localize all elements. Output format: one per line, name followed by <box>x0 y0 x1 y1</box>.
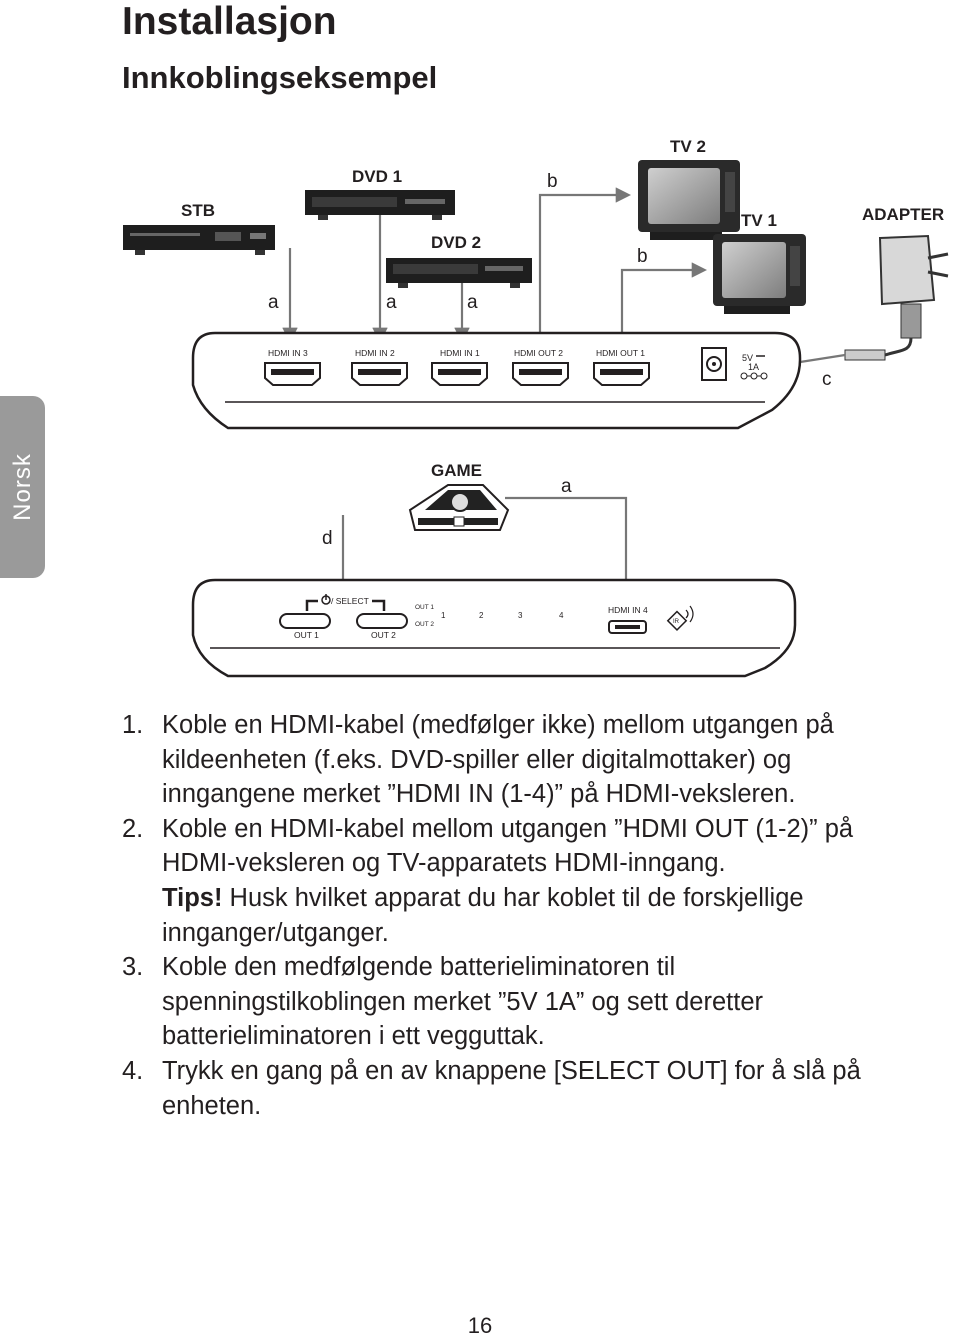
step-1: 1. Koble en HDMI-kabel (medfølger ikke) … <box>122 708 922 812</box>
back-connection-lines <box>282 187 846 371</box>
step-text: Koble en HDMI-kabel (medfølger ikke) mel… <box>162 711 834 809</box>
callout-a-2: a <box>386 292 397 313</box>
led-out1-label: OUT 1 <box>415 604 434 611</box>
step-3: 3. Koble den medfølgende batterieliminat… <box>122 950 922 1054</box>
callout-c: c <box>822 369 832 390</box>
switch-back-panel: HDMI IN 3 HDMI IN 2 HDMI IN 1 HDMI OUT 2… <box>191 331 802 430</box>
switch-front-panel: / SELECT OUT 1 OUT 2 OUT 1 OUT 2 1 2 3 4… <box>191 578 797 678</box>
tips-text: Husk hvilket apparat du har koblet til d… <box>162 883 804 947</box>
callout-b-2: b <box>637 246 648 267</box>
page-number: 16 <box>467 1313 493 1338</box>
ir-signal-icon <box>685 605 694 623</box>
led-out2-label: OUT 2 <box>415 621 434 628</box>
input-number-2: 2 <box>479 611 484 620</box>
step-2: 2. Koble en HDMI-kabel mellom utgangen ”… <box>122 812 922 881</box>
tv2-device: TV 2 <box>638 137 740 240</box>
tv1-device: TV 1 <box>713 211 806 314</box>
stb-label: STB <box>181 201 215 220</box>
dvd1-device: DVD 1 <box>305 167 455 220</box>
adapter-label: ADAPTER <box>862 205 944 224</box>
port-label-hdmi-in-2: HDMI IN 2 <box>355 348 395 358</box>
tips-label: Tips! <box>162 883 223 912</box>
game-label: GAME <box>431 461 482 480</box>
connection-diagram: STB DVD 1 DVD 2 TV 2 TV 1 ADAPTER <box>123 137 949 678</box>
ir-sensor-icon <box>666 610 688 631</box>
port-label-hdmi-out-1: HDMI OUT 1 <box>596 348 645 358</box>
stb-device: STB <box>123 201 275 255</box>
step-number: 1. <box>122 711 144 739</box>
callout-d: d <box>322 528 333 549</box>
dvd2-label: DVD 2 <box>431 233 481 252</box>
tv2-label: TV 2 <box>670 137 706 156</box>
adapter-device: ADAPTER <box>844 205 949 361</box>
callout-b-1: b <box>547 171 558 192</box>
input-number-3: 3 <box>518 611 523 620</box>
step-text: Koble en HDMI-kabel mellom utgangen ”HDM… <box>162 814 854 878</box>
power-current-label: 1A <box>748 362 759 372</box>
callout-a-4: a <box>561 476 572 497</box>
port-label-hdmi-in-1: HDMI IN 1 <box>440 348 480 358</box>
callout-a-1: a <box>268 292 279 313</box>
tv1-label: TV 1 <box>741 211 777 230</box>
dvd1-label: DVD 1 <box>352 167 402 186</box>
out1-button-label: OUT 1 <box>294 630 319 640</box>
port-label-hdmi-out-2: HDMI OUT 2 <box>514 348 563 358</box>
instructions: 1. Koble en HDMI-kabel (medfølger ikke) … <box>122 708 922 1123</box>
hdmi-in4-label: HDMI IN 4 <box>608 605 648 615</box>
step-4: 4. Trykk en gang på en av knappene [SELE… <box>122 1054 922 1123</box>
step-number: 3. <box>122 953 144 982</box>
port-label-hdmi-in-3: HDMI IN 3 <box>268 348 308 358</box>
input-number-4: 4 <box>559 611 564 620</box>
input-number-1: 1 <box>441 611 446 620</box>
game-console: GAME <box>408 461 510 531</box>
language-tab: Norsk <box>0 396 45 578</box>
page-subtitle: Innkoblingseksempel <box>122 60 438 95</box>
step-text: Trykk en gang på en av knappene [SELECT … <box>162 1056 861 1120</box>
step-text: Koble den medfølgende batterieliminatore… <box>162 953 763 1051</box>
callout-a-3: a <box>467 292 478 313</box>
select-label: / SELECT <box>331 596 369 606</box>
out2-button-label: OUT 2 <box>371 630 396 640</box>
out2-button <box>356 613 408 629</box>
power-voltage-label: 5V <box>742 353 753 363</box>
out1-button <box>279 613 331 629</box>
step-number: 2. <box>122 814 144 843</box>
ir-label: IR <box>673 619 680 625</box>
tips: Tips! Husk hvilket apparat du har koblet… <box>122 881 922 950</box>
dvd2-device: DVD 2 <box>386 233 532 288</box>
polarity-icon <box>740 372 768 380</box>
step-number: 4. <box>122 1056 144 1085</box>
page-title: Installasjon <box>122 0 337 43</box>
